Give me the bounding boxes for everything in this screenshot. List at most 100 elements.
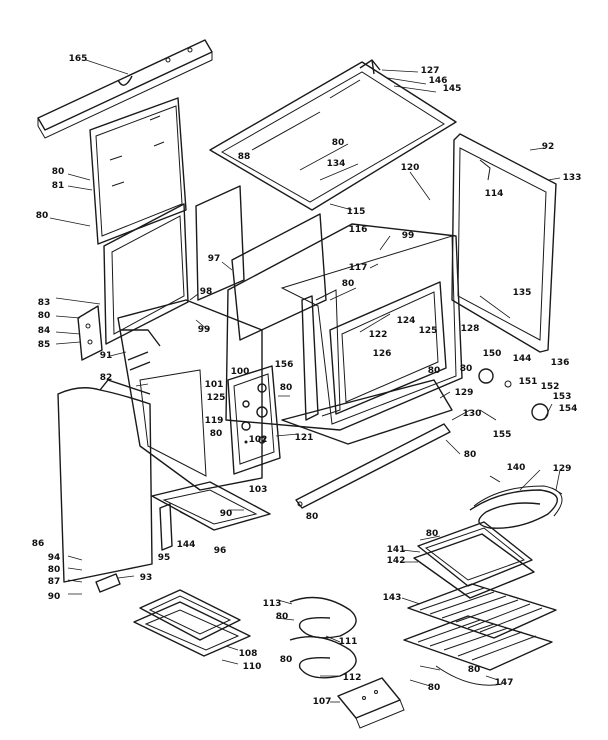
callout-119: 119 <box>204 416 224 426</box>
callout-86: 86 <box>31 539 45 549</box>
callout-80: 80 <box>427 366 441 376</box>
callout-82: 82 <box>99 373 113 383</box>
callout-95: 95 <box>157 553 171 563</box>
part-side-panel-133 <box>451 133 557 353</box>
part-oven-rack-143 <box>407 583 557 639</box>
callout-135: 135 <box>512 288 532 298</box>
callout-153: 153 <box>552 392 572 402</box>
callout-142: 142 <box>386 556 406 566</box>
callout-92: 92 <box>541 142 555 152</box>
callout-156: 156 <box>274 360 294 370</box>
callout-112: 112 <box>342 673 362 683</box>
callout-87: 87 <box>47 577 61 587</box>
callout-133: 133 <box>562 173 582 183</box>
callout-113: 113 <box>262 599 282 609</box>
callout-80: 80 <box>209 429 223 439</box>
part-bottom-plate-129 <box>281 379 453 445</box>
part-oven-cavity <box>195 185 463 431</box>
callout-99: 99 <box>401 231 415 241</box>
callout-80: 80 <box>35 211 49 221</box>
callout-114: 114 <box>484 189 504 199</box>
callout-125: 125 <box>418 326 438 336</box>
callout-143: 143 <box>382 593 402 603</box>
callout-111: 111 <box>338 637 358 647</box>
callout-141: 141 <box>386 545 406 555</box>
part-bracket-85 <box>77 305 103 361</box>
callout-150: 150 <box>482 349 502 359</box>
part-knobs <box>478 368 549 421</box>
part-broil-element-111 <box>289 596 357 679</box>
callout-126: 126 <box>372 349 392 359</box>
part-door-86 <box>57 379 153 583</box>
callout-80: 80 <box>427 683 441 693</box>
callout-80: 80 <box>425 529 439 539</box>
callout-116: 116 <box>348 225 368 235</box>
callout-80: 80 <box>37 311 51 321</box>
callout-90: 90 <box>47 592 61 602</box>
callout-154: 154 <box>558 404 578 414</box>
callout-80: 80 <box>279 655 293 665</box>
callout-107: 107 <box>312 697 332 707</box>
callout-81: 81 <box>51 181 65 191</box>
callout-85: 85 <box>37 340 51 350</box>
callout-145: 145 <box>442 84 462 94</box>
callout-80: 80 <box>341 279 355 289</box>
callout-115: 115 <box>346 207 366 217</box>
part-bake-element-140 <box>469 475 563 529</box>
part-control-panel-156 <box>227 365 281 475</box>
callout-84: 84 <box>37 326 51 336</box>
callout-80: 80 <box>275 612 289 622</box>
callout-144: 144 <box>176 540 196 550</box>
callout-93: 93 <box>139 573 153 583</box>
callout-128: 128 <box>460 324 480 334</box>
part-oven-rack-147 <box>403 615 553 686</box>
callout-97: 97 <box>207 254 221 264</box>
callout-130: 130 <box>462 409 482 419</box>
callout-165: 165 <box>68 54 88 64</box>
callout-80: 80 <box>467 665 481 675</box>
callout-96: 96 <box>213 546 227 556</box>
leader-lines <box>49 59 561 703</box>
callout-100: 100 <box>230 367 250 377</box>
callout-90: 90 <box>219 509 233 519</box>
callout-102: 102 <box>248 435 268 445</box>
callout-144: 144 <box>512 354 532 364</box>
callout-80: 80 <box>279 383 293 393</box>
callout-108: 108 <box>238 649 258 659</box>
callout-94: 94 <box>47 553 61 563</box>
callout-124: 124 <box>396 316 416 326</box>
callout-127: 127 <box>420 66 440 76</box>
callout-99: 99 <box>197 325 211 335</box>
callout-80: 80 <box>463 450 477 460</box>
callout-129: 129 <box>552 464 572 474</box>
callout-103: 103 <box>248 485 268 495</box>
part-latch-93 <box>95 573 121 593</box>
part-lower-housing <box>117 299 263 491</box>
callout-136: 136 <box>550 358 570 368</box>
part-rail-130 <box>295 423 451 509</box>
callout-125: 125 <box>206 393 226 403</box>
callout-122: 122 <box>368 330 388 340</box>
part-bottom-panel-96 <box>151 481 271 531</box>
callout-80: 80 <box>51 167 65 177</box>
callout-117: 117 <box>348 263 368 273</box>
callout-146: 146 <box>428 76 448 86</box>
callout-80: 80 <box>305 512 319 522</box>
callout-91: 91 <box>99 351 113 361</box>
callout-120: 120 <box>400 163 420 173</box>
callout-129: 129 <box>454 388 474 398</box>
callout-140: 140 <box>506 463 526 473</box>
part-bracket-107 <box>337 677 405 729</box>
callout-98: 98 <box>199 287 213 297</box>
callout-152: 152 <box>540 382 560 392</box>
callout-151: 151 <box>518 377 538 387</box>
callout-80: 80 <box>459 364 473 374</box>
callout-80: 80 <box>47 565 61 575</box>
part-door-bracket-95 <box>159 503 173 551</box>
callout-155: 155 <box>492 430 512 440</box>
part-broil-pan-141 <box>413 521 535 599</box>
callout-88: 88 <box>237 152 251 162</box>
part-rear-trim-bar <box>37 39 213 139</box>
callout-80: 80 <box>331 138 345 148</box>
